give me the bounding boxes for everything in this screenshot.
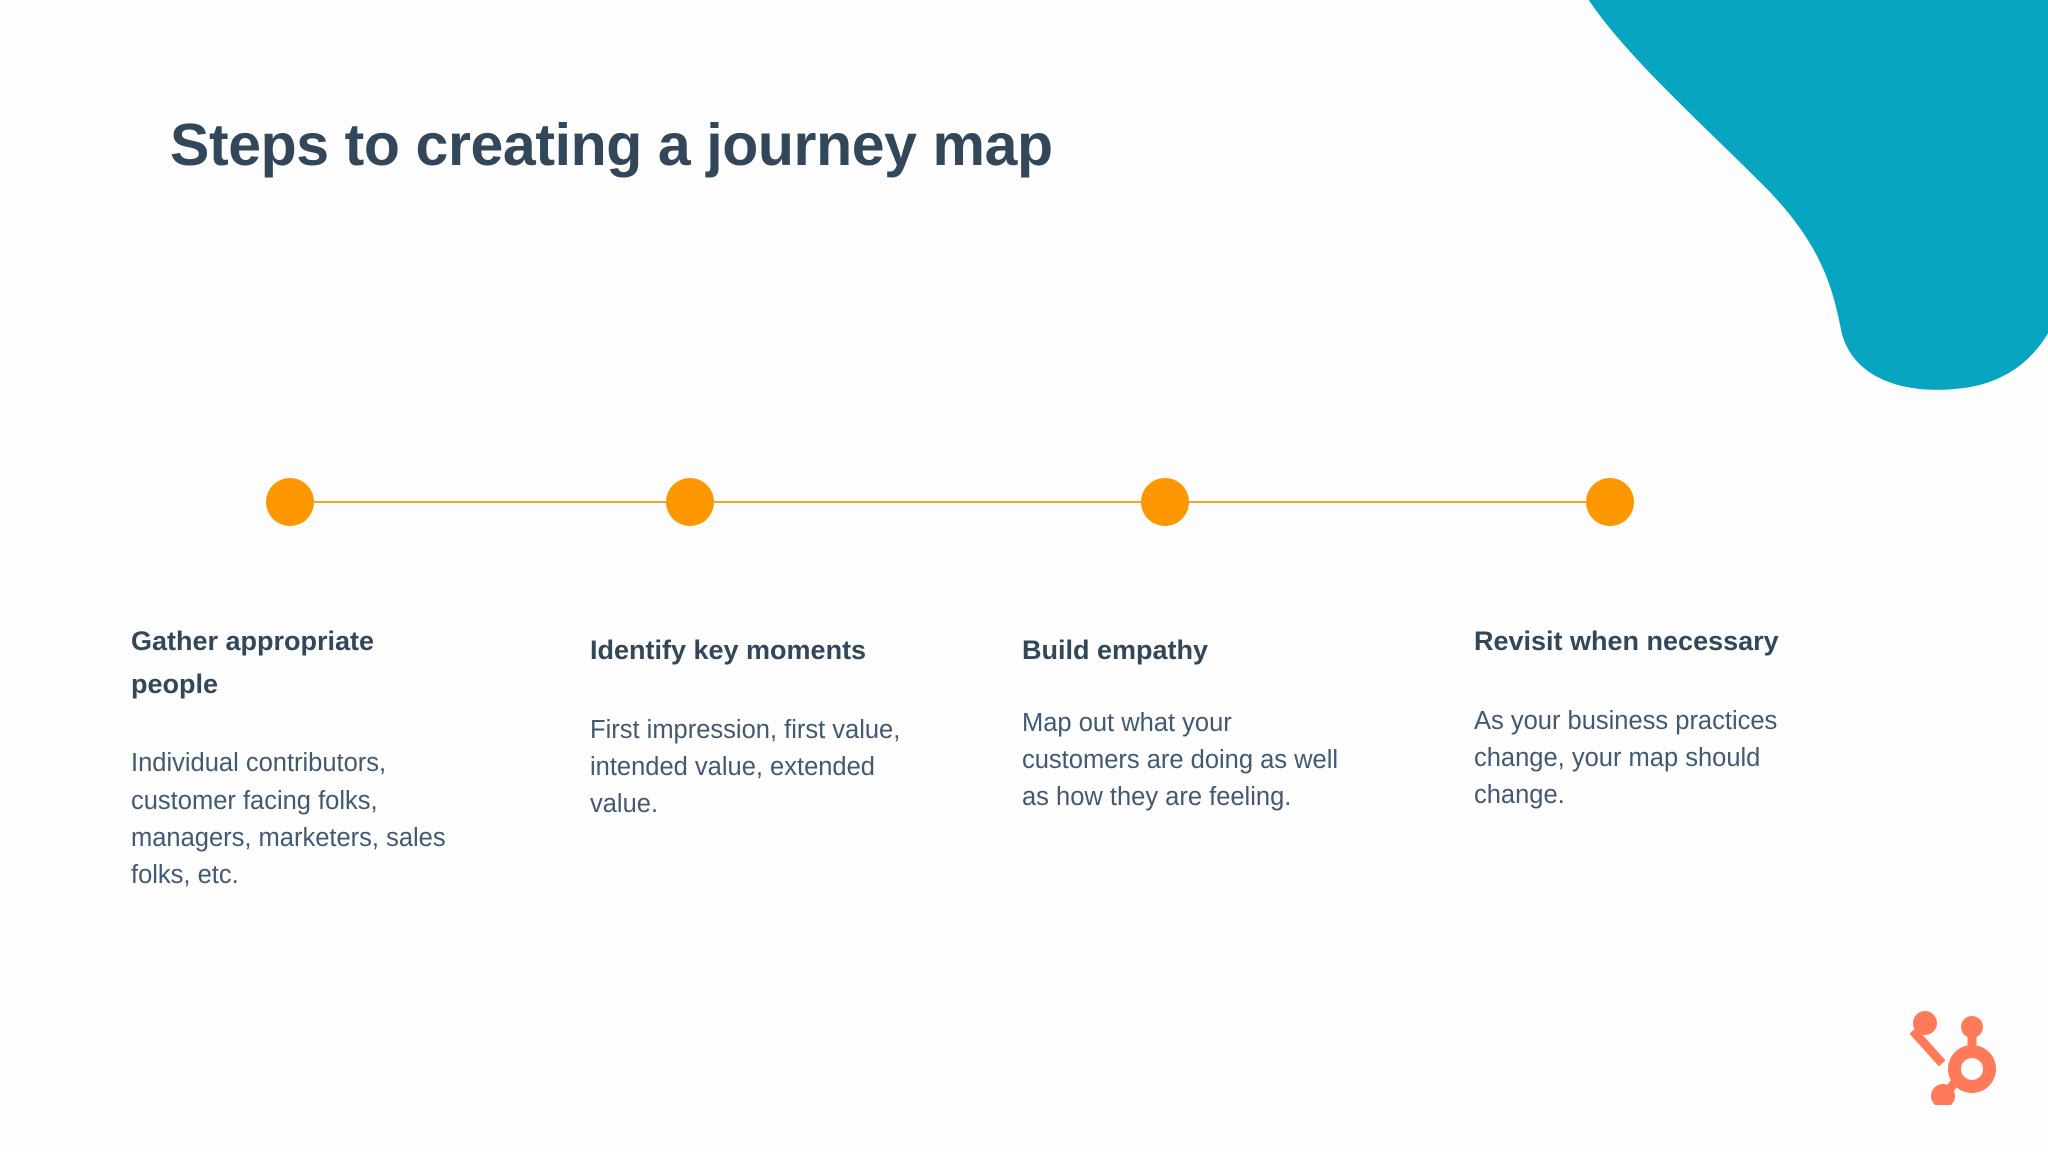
step-1-body: Individual contributors, customer facing…	[131, 749, 446, 889]
step-2-body: First impression, first value, intended …	[590, 715, 901, 819]
step-column-2: Identify key moments First impression, f…	[590, 620, 910, 823]
page-title: Steps to creating a journey map	[170, 112, 1053, 178]
timeline-dot-step-4	[1586, 478, 1634, 526]
steps-row: Gather appropriate people Individual con…	[0, 620, 2048, 980]
timeline-dot-step-2	[666, 478, 714, 526]
timeline-dot-step-1	[266, 478, 314, 526]
journey-timeline	[0, 455, 2048, 555]
step-4-body: As your business practices change, your …	[1474, 706, 1778, 810]
step-3-heading: Build empathy	[1022, 635, 1209, 665]
timeline-connector-line	[288, 501, 1613, 503]
step-column-1: Gather appropriate people Individual con…	[131, 620, 461, 894]
step-3-body: Map out what your customers are doing as…	[1022, 708, 1339, 812]
hubspot-sprocket-icon	[1910, 1011, 1996, 1105]
step-2-heading: Identify key moments	[590, 635, 867, 665]
step-column-4: Revisit when necessary As your business …	[1474, 620, 1854, 814]
step-4-heading: Revisit when necessary	[1474, 626, 1779, 656]
teal-blob-decoration	[1588, 0, 2048, 390]
timeline-dot-step-3	[1141, 478, 1189, 526]
step-1-heading: Gather appropriate people	[131, 626, 375, 699]
step-column-3: Build empathy Map out what your customer…	[1022, 620, 1352, 816]
